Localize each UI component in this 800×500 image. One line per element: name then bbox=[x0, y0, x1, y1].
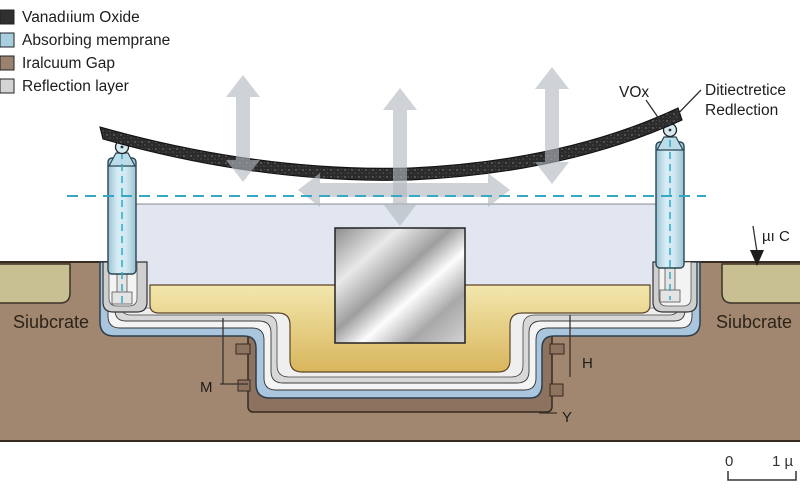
legend-label-reflection-layer: Reflection layer bbox=[22, 78, 129, 95]
legend-swatch-vanadium-oxide bbox=[0, 9, 15, 25]
label-dielectric-line2: Redlection bbox=[705, 102, 778, 119]
mu-c-arrow-line bbox=[752, 225, 758, 253]
legend-label-vanadium-oxide: Vanadıium Oxide bbox=[22, 9, 140, 26]
dimension-lines bbox=[220, 89, 797, 481]
legend-swatch-vacuum-gap bbox=[0, 55, 15, 71]
motion-arrow-vertical-right bbox=[535, 67, 569, 184]
scale-bar-zero: 0 bbox=[725, 453, 733, 470]
scale-bar-bracket bbox=[727, 471, 797, 481]
label-substrate-right: Siubcrate bbox=[716, 312, 792, 332]
surface-block-left bbox=[0, 263, 71, 304]
label-vox: VOx bbox=[619, 84, 649, 101]
scale-bar-one: 1 µ bbox=[772, 453, 794, 470]
label-dim-h: H bbox=[582, 355, 593, 372]
label-mu-c: µı C bbox=[762, 228, 790, 245]
anchor-socket-right bbox=[652, 261, 698, 313]
legend-swatch-absorbing-membrane bbox=[0, 32, 15, 48]
legend-swatch-reflection-layer bbox=[0, 78, 15, 94]
reflection-mirror bbox=[334, 227, 466, 344]
label-substrate-left: Siubcrate bbox=[13, 312, 89, 332]
surface-block-right bbox=[721, 263, 800, 304]
leader-vox bbox=[645, 99, 665, 127]
motion-arrows bbox=[226, 67, 569, 226]
label-dielectric-line1: Ditiectretice bbox=[705, 82, 786, 99]
legend-label-absorbing-membrane: Absorbing memprane bbox=[22, 32, 170, 49]
motion-arrow-horizontal bbox=[298, 173, 510, 207]
label-dim-m: M bbox=[200, 379, 213, 396]
post-cap-left bbox=[107, 152, 137, 167]
motion-arrow-vertical-left bbox=[226, 75, 260, 182]
motion-arrow-vertical-center bbox=[383, 88, 417, 226]
anchor-post-right bbox=[655, 122, 685, 300]
dim-line-m bbox=[220, 318, 248, 385]
legend: Vanadıium Oxide Absorbing memprane Iralc… bbox=[0, 9, 170, 95]
legend-label-vacuum-gap: Iralcuum Gap bbox=[22, 55, 115, 72]
mu-c-arrowhead bbox=[750, 250, 764, 266]
leader-dielectric bbox=[667, 89, 702, 125]
trench-tabs bbox=[235, 343, 565, 397]
label-dim-y: Y bbox=[562, 409, 572, 426]
